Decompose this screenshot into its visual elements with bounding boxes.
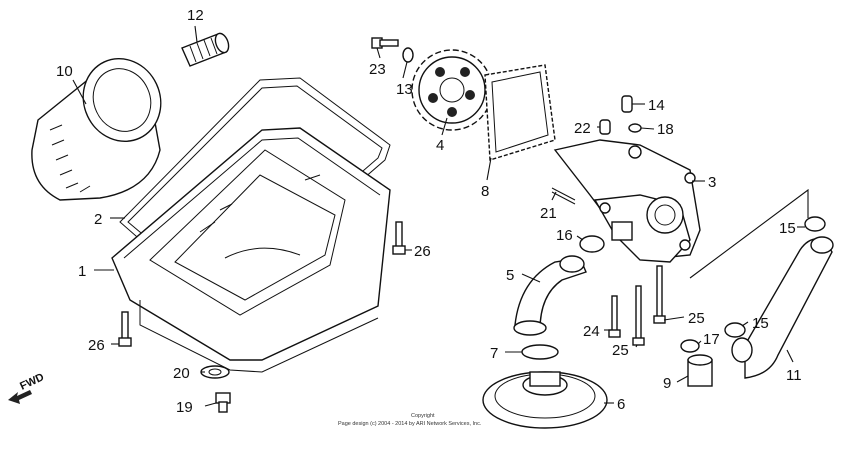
callout-22: 22 xyxy=(574,120,591,137)
callout-13: 13 xyxy=(396,81,413,98)
callout-4: 4 xyxy=(436,137,444,154)
dowel-22 xyxy=(599,119,611,135)
callout-25-lower: 25 xyxy=(612,342,629,359)
oring-16 xyxy=(579,235,605,253)
callout-26-left: 26 xyxy=(88,337,105,354)
seal-7 xyxy=(521,344,559,360)
oil-filter xyxy=(31,57,162,201)
strainer-pipe xyxy=(513,255,587,336)
callout-14: 14 xyxy=(648,97,665,114)
callout-8: 8 xyxy=(481,183,489,200)
callout-1: 1 xyxy=(78,263,86,280)
oring-15-upper xyxy=(804,216,826,232)
pin-14 xyxy=(621,95,633,113)
sprocket xyxy=(411,49,493,131)
callout-24: 24 xyxy=(583,323,600,340)
bolts-24-25 xyxy=(608,265,666,346)
callout-19: 19 xyxy=(176,399,193,416)
callout-11: 11 xyxy=(786,367,802,384)
oil-pan xyxy=(111,127,391,373)
callout-20: 20 xyxy=(173,365,190,382)
callout-26-right: 26 xyxy=(414,243,431,260)
callout-25-upper: 25 xyxy=(688,310,705,327)
bolt-26-left xyxy=(118,311,132,347)
oil-pump xyxy=(553,139,701,263)
oring-18 xyxy=(628,123,642,133)
washer-20 xyxy=(200,365,230,379)
copyright-line-1: Copyright xyxy=(411,413,435,419)
leader-lines xyxy=(72,25,805,407)
callout-10: 10 xyxy=(56,63,73,80)
washer-13 xyxy=(402,47,414,63)
callout-23: 23 xyxy=(369,61,386,78)
callout-15-upper: 15 xyxy=(779,220,796,237)
callout-12: 12 xyxy=(187,7,204,24)
forward-direction-marker: FWD xyxy=(8,371,46,404)
callout-6: 6 xyxy=(617,396,625,413)
callout-17: 17 xyxy=(703,331,720,348)
cotter-pin-21 xyxy=(551,187,576,205)
drive-chain xyxy=(484,64,556,161)
callout-16: 16 xyxy=(556,227,573,244)
fitting-9 xyxy=(687,354,713,387)
oring-15-lower xyxy=(724,322,746,338)
oring-17 xyxy=(680,339,700,353)
bolt-26-right xyxy=(392,221,406,255)
oil-pipe xyxy=(731,236,834,379)
callout-2: 2 xyxy=(94,211,102,228)
callout-15-lower: 15 xyxy=(752,315,769,332)
callout-18: 18 xyxy=(657,121,674,138)
callout-5: 5 xyxy=(506,267,514,284)
drain-bolt-19 xyxy=(215,392,231,413)
bolt-23 xyxy=(371,37,399,49)
callout-3: 3 xyxy=(708,174,716,191)
callout-numbers: 1 2 3 4 5 6 7 8 9 10 11 12 13 14 15 15 1… xyxy=(56,7,802,416)
callout-21: 21 xyxy=(540,205,557,222)
fwd-label: FWD xyxy=(18,371,46,392)
callout-7: 7 xyxy=(490,345,498,362)
oil-screen xyxy=(482,371,608,429)
copyright-line-2: Page design (c) 2004 - 2014 by ARI Netwo… xyxy=(338,421,482,427)
forward-arrow-icon xyxy=(8,390,32,404)
callout-9: 9 xyxy=(663,375,671,392)
threaded-plug xyxy=(181,32,230,67)
